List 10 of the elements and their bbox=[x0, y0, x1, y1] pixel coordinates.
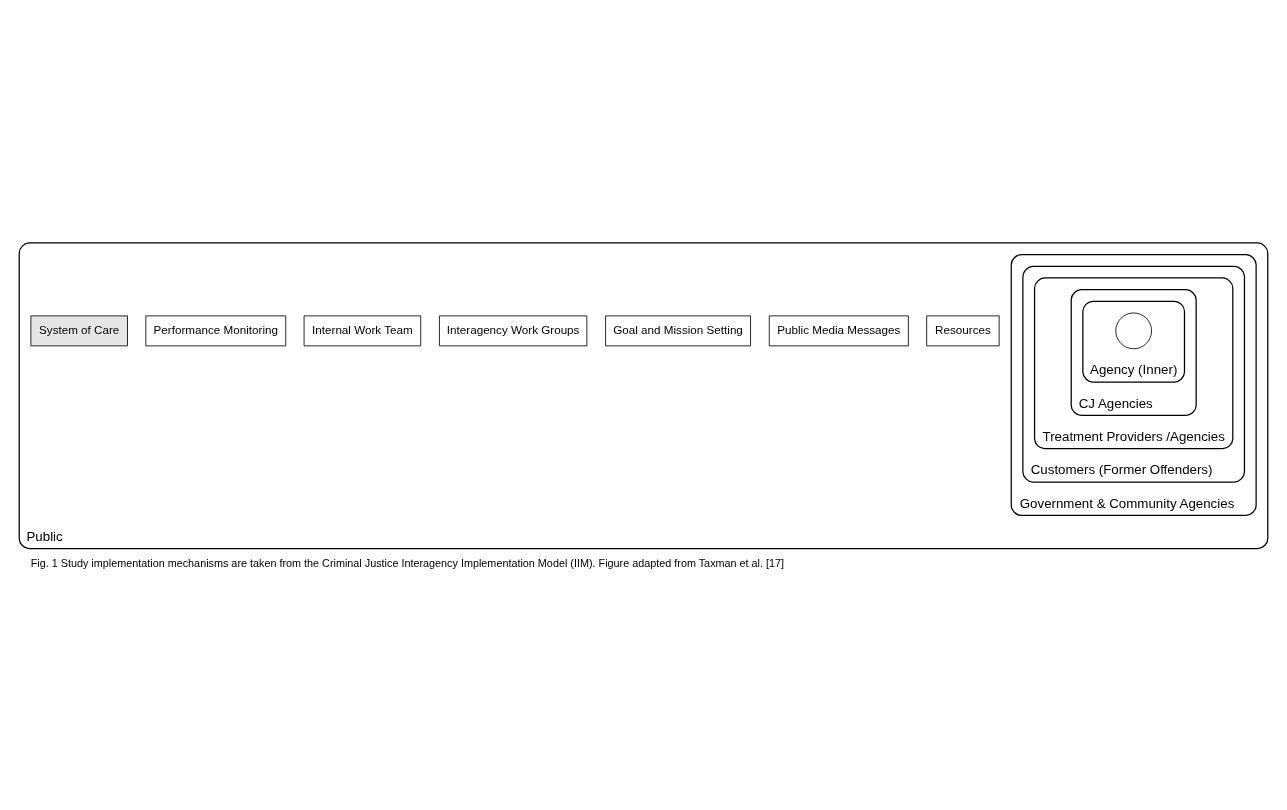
node-box: Resources bbox=[926, 315, 1000, 347]
node-circle bbox=[1115, 312, 1152, 350]
node-box: Performance Monitoring bbox=[145, 315, 287, 347]
node-box: Public Media Messages bbox=[768, 315, 909, 347]
node-box: System of Care bbox=[30, 315, 128, 347]
node-box: Internal Work Team bbox=[303, 315, 422, 347]
node-box: Goal and Mission Setting bbox=[605, 315, 751, 347]
cluster: Agency (Inner) bbox=[1082, 300, 1186, 383]
node-box: Interagency Work Groups bbox=[439, 315, 588, 347]
caption: Fig. 1 Study implementation mechanisms are taken from the Criminal Justice Interagency Implementation Model (IIM). Figure adapted from Taxman et al. [17] bbox=[30, 557, 785, 570]
